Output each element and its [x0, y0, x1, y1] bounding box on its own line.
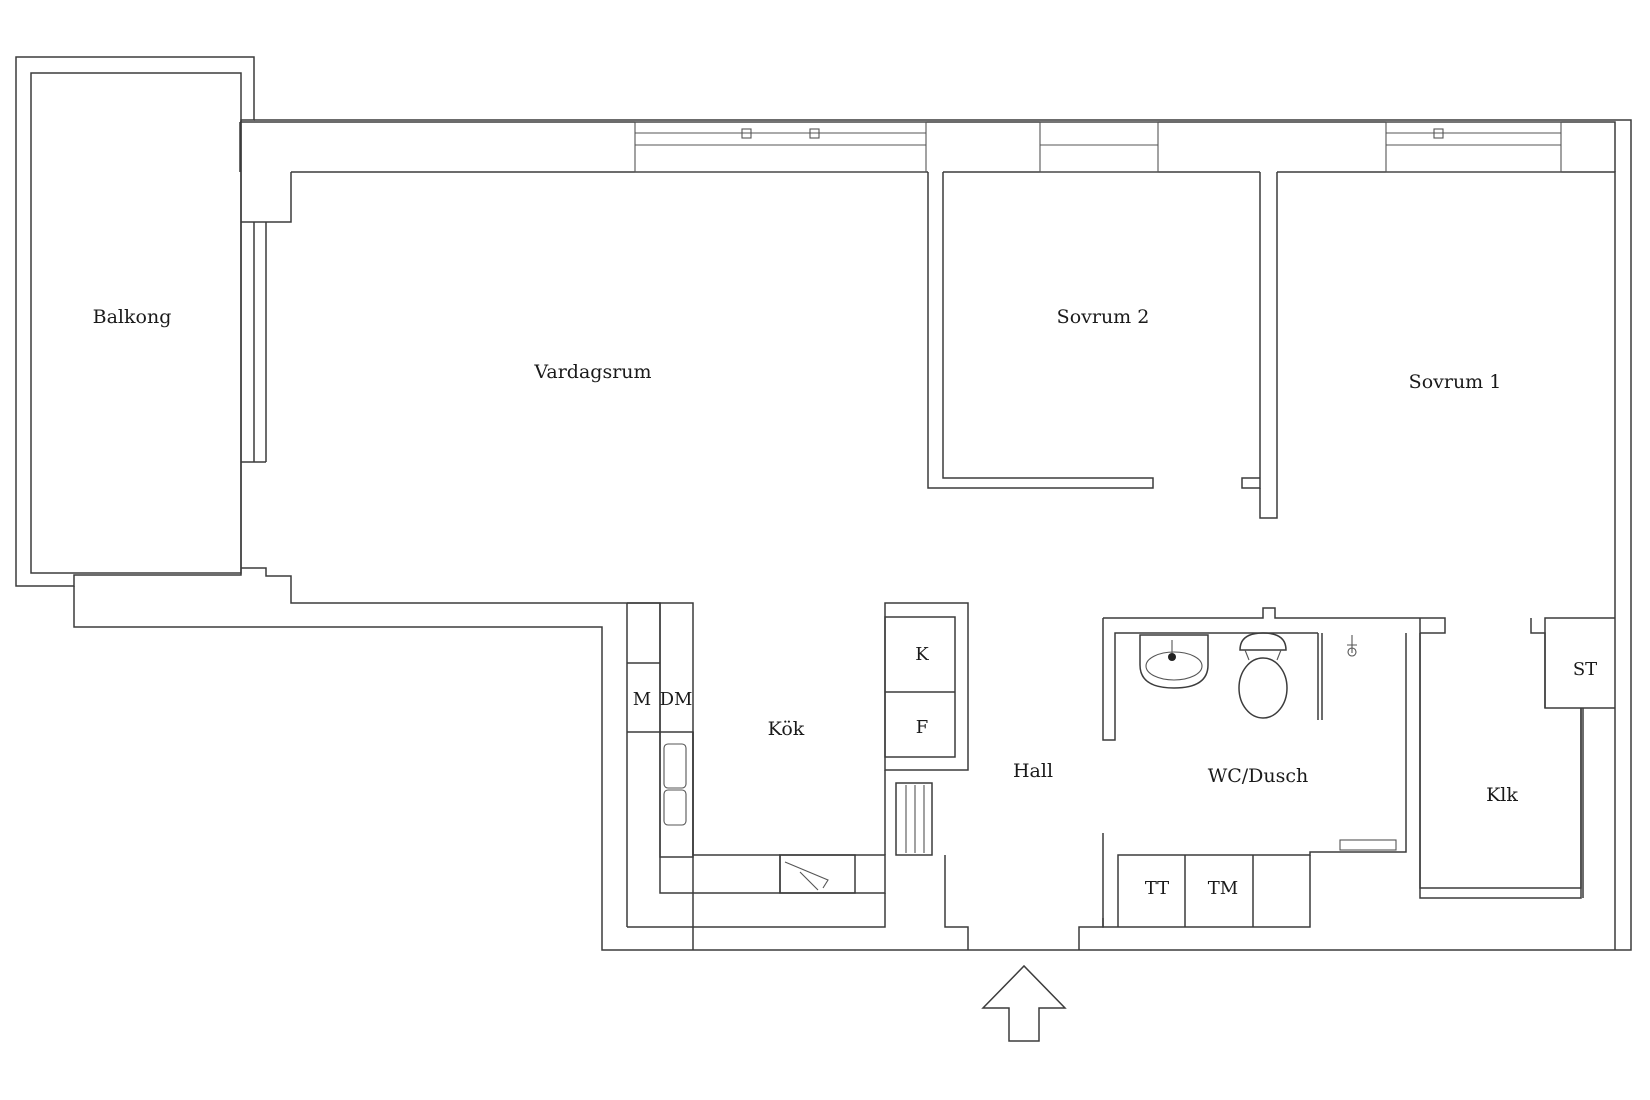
fridge-freezer: [884, 602, 969, 771]
fixture-label-st: ST: [1573, 659, 1597, 680]
closet-walls: [1419, 617, 1615, 899]
room-label-balkong: Balkong: [93, 306, 172, 328]
bedroom-walls: [927, 172, 1278, 519]
fixture-label-tm: TM: [1208, 878, 1238, 899]
room-label-sovrum-1: Sovrum 1: [1409, 371, 1502, 393]
room-label-kok: Kök: [768, 718, 805, 740]
fixture-label-k: K: [915, 644, 929, 665]
kitchen-counter: [627, 602, 886, 928]
room-label-vardagsrum: Vardagsrum: [533, 361, 651, 383]
fixture-label-tt: TT: [1145, 878, 1169, 899]
shower-head-icon: [1347, 635, 1357, 657]
washbasin-icon: [1139, 634, 1209, 689]
entrance-arrow-icon: [981, 964, 1067, 1042]
bathroom-walls: [1102, 607, 1446, 928]
radiator: [884, 770, 969, 950]
room-label-klk: Klk: [1486, 784, 1518, 806]
room-label-wc-dusch: WC/Dusch: [1208, 765, 1309, 787]
balcony: [15, 56, 255, 587]
room-label-hall: Hall: [1013, 760, 1053, 782]
fixture-label-m: M: [633, 689, 651, 710]
fixture-label-dm: DM: [660, 689, 693, 710]
entrance-opening: [1078, 918, 1104, 950]
room-label-sovrum-2: Sovrum 2: [1057, 306, 1150, 328]
fixture-label-f: F: [916, 717, 929, 738]
outer-walls: [73, 119, 1632, 951]
toilet-icon: [1238, 632, 1288, 719]
windows: [634, 121, 1562, 173]
